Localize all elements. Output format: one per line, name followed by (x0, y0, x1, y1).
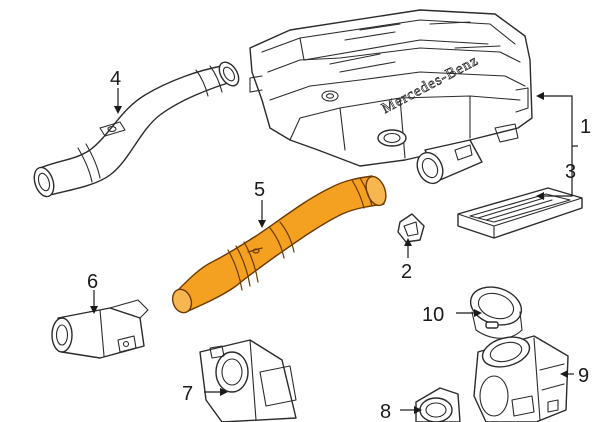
hose-body (177, 175, 385, 313)
callout-10: 10 (422, 304, 444, 326)
callout-4: 4 (110, 68, 121, 90)
callout-1: 1 (580, 116, 591, 138)
callout-labels: 1 2 3 4 5 6 7 8 9 10 (87, 68, 591, 422)
air-cleaner-housing[interactable]: Mercedes-Benz (249, 9, 533, 188)
callout-8: 8 (380, 401, 391, 422)
ring-seal[interactable] (466, 281, 527, 339)
callout-2: 2 (401, 261, 412, 283)
retaining-clip[interactable] (397, 213, 425, 243)
hose-end-lower (171, 288, 193, 314)
callout-7: 7 (182, 383, 193, 405)
callout-6: 6 (87, 271, 98, 293)
throttle-housing[interactable] (199, 339, 297, 422)
callout-9: 9 (578, 365, 589, 387)
rubber-coupler[interactable] (415, 387, 461, 422)
intake-elbow[interactable] (473, 332, 569, 422)
mass-airflow-sensor[interactable] (51, 299, 149, 359)
intake-duct-upper[interactable] (31, 59, 243, 199)
callout-3: 3 (565, 161, 576, 183)
intake-hose-highlighted[interactable] (169, 174, 389, 316)
leader-lines (90, 88, 578, 414)
filter-element[interactable] (457, 187, 583, 239)
callout-5: 5 (254, 179, 265, 201)
